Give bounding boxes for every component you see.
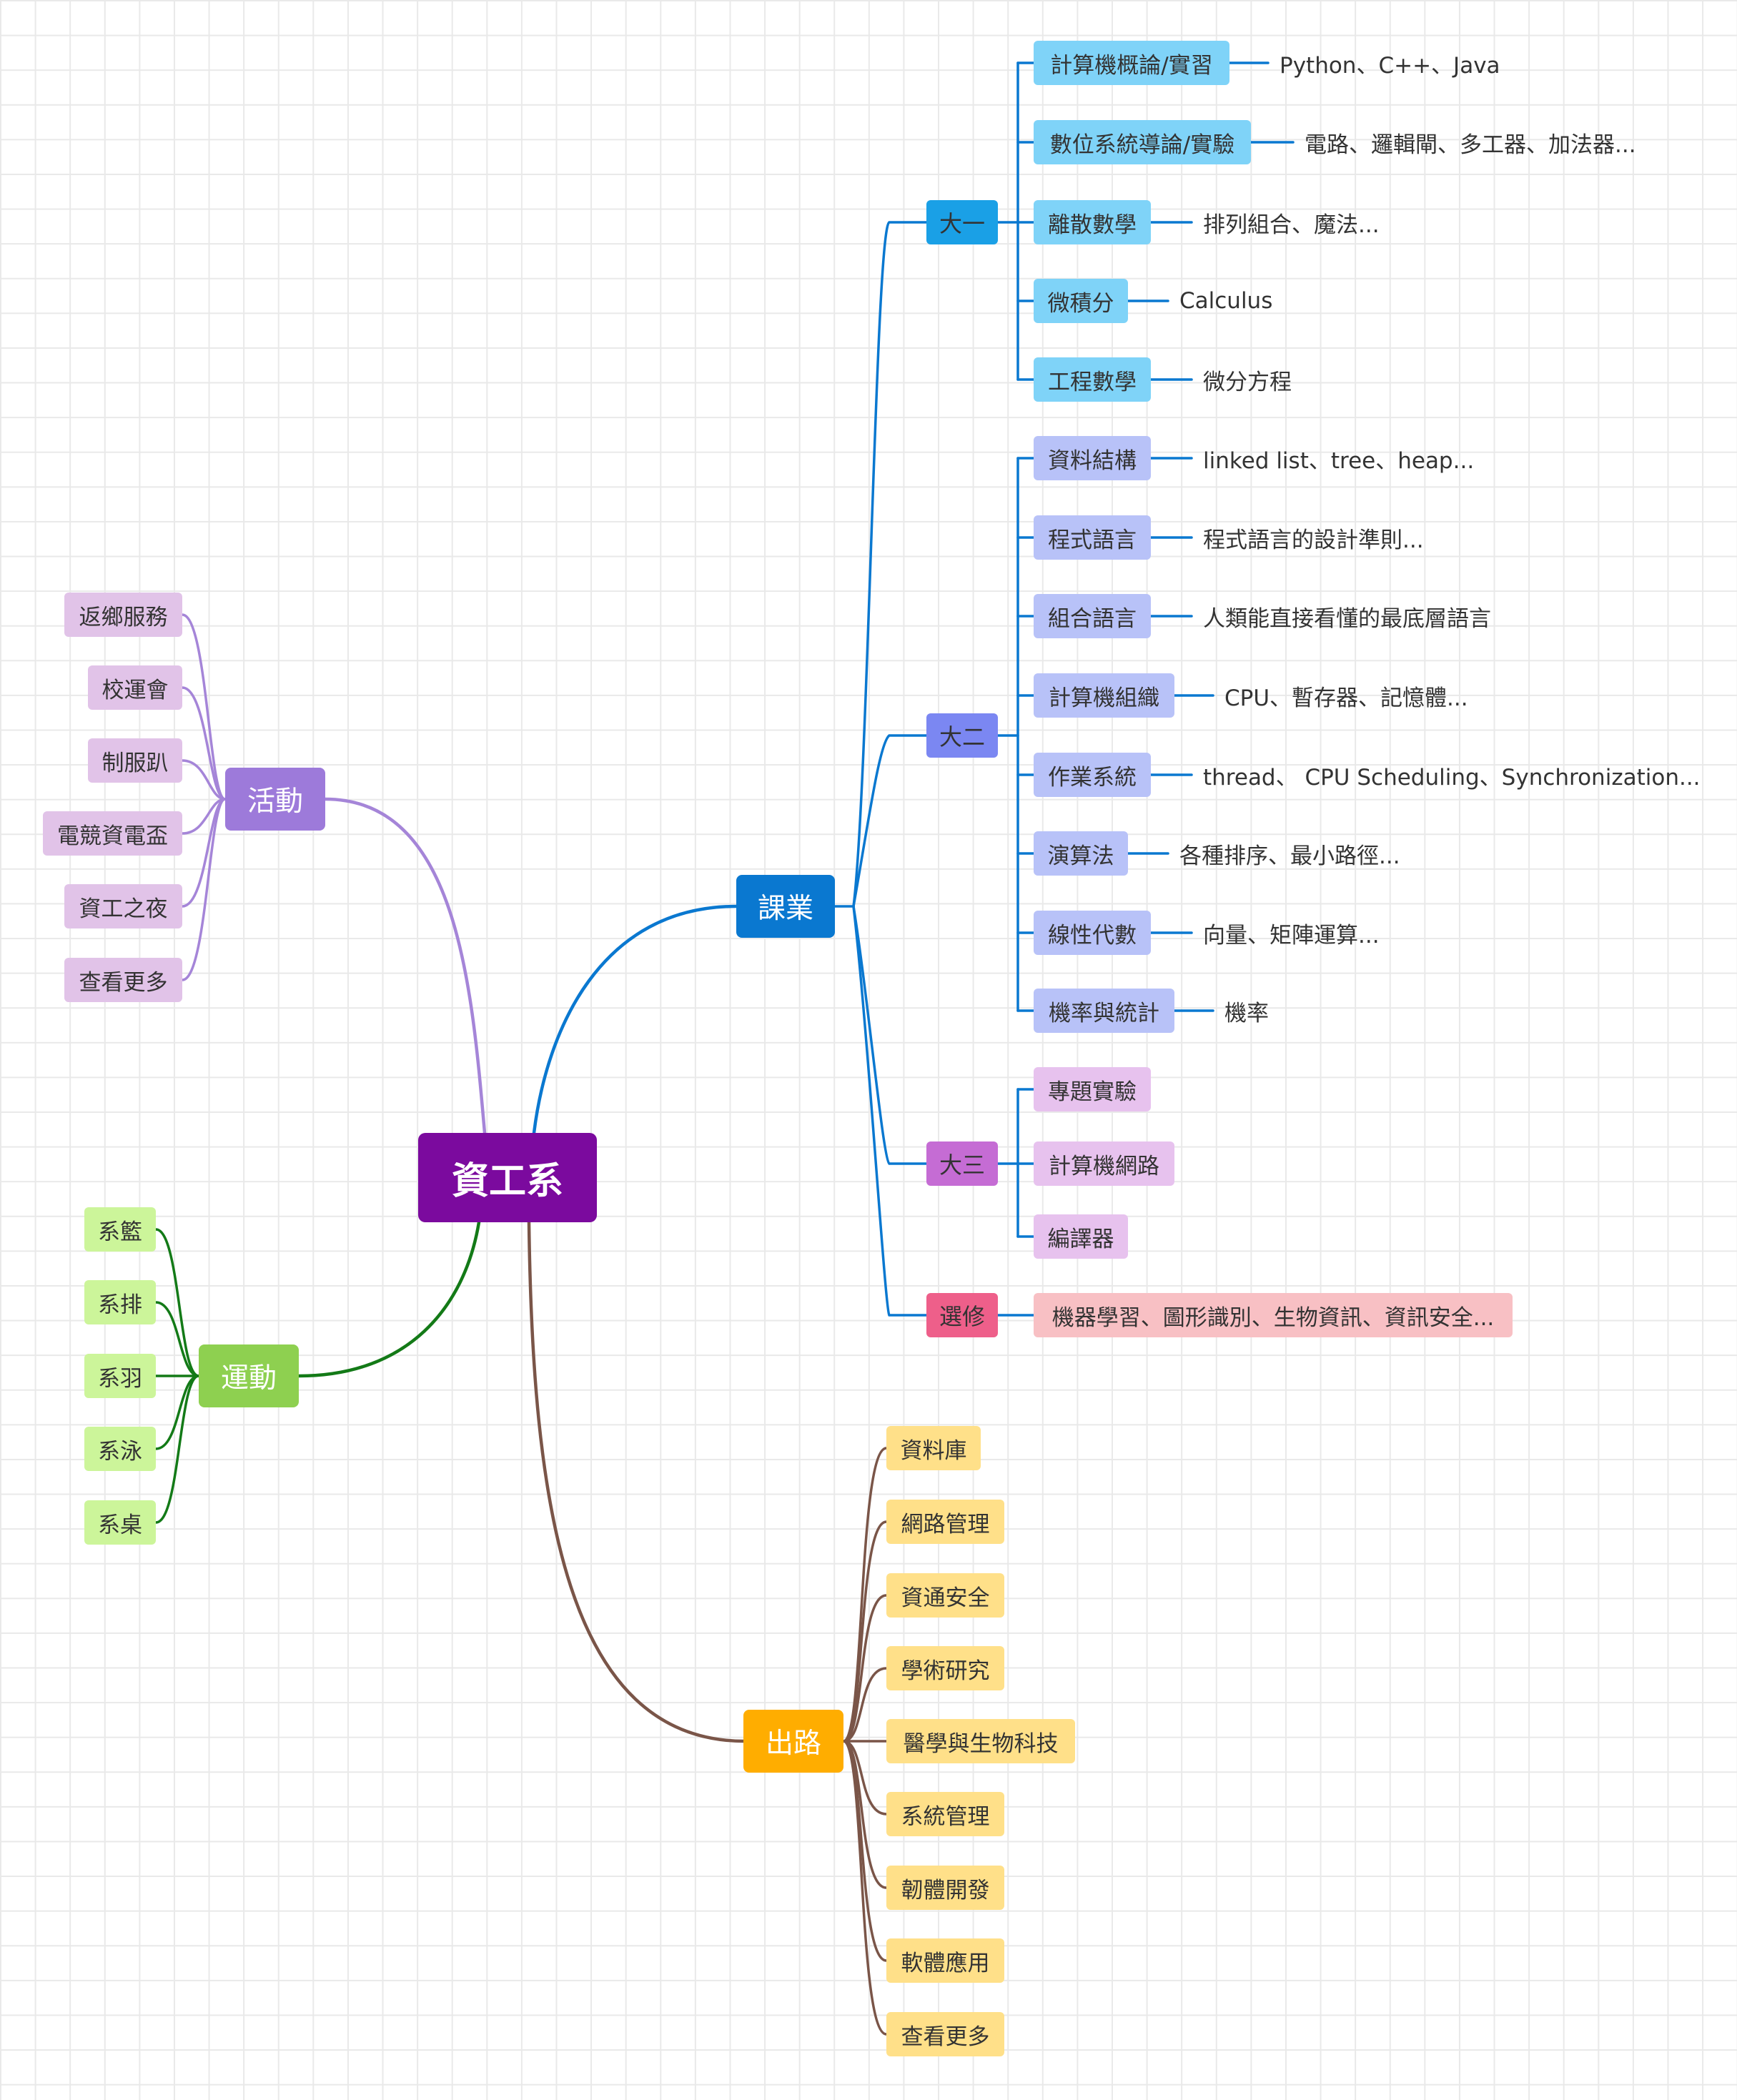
course-description: linked list、tree、heap... bbox=[1203, 447, 1475, 474]
career-node[interactable]: 韌體開發 bbox=[886, 1866, 1004, 1910]
career-node[interactable]: 系統管理 bbox=[886, 1792, 1004, 1836]
course-node[interactable]: 演算法 bbox=[1034, 831, 1128, 876]
sport-node[interactable]: 系泳 bbox=[84, 1427, 156, 1471]
edge-root-activities bbox=[323, 797, 487, 1135]
edge-activity-5 bbox=[181, 798, 227, 981]
course-description: 排列組合、魔法... bbox=[1203, 212, 1380, 238]
edge-courses-y1 bbox=[852, 221, 928, 908]
edge-career-3 bbox=[842, 1667, 888, 1743]
course-description: 電路、邏輯閘、多工器、加法器... bbox=[1305, 132, 1636, 158]
sport-node[interactable]: 系排 bbox=[84, 1280, 156, 1324]
edge-career-1 bbox=[842, 1520, 888, 1743]
edge-courses-y3 bbox=[852, 905, 928, 1165]
year-node-0[interactable]: 大一 bbox=[926, 200, 998, 244]
course-description: Calculus bbox=[1179, 288, 1273, 314]
edge-root-courses bbox=[532, 904, 738, 1135]
course-node[interactable]: 計算機網路 bbox=[1034, 1141, 1174, 1186]
career-node[interactable]: 學術研究 bbox=[886, 1646, 1004, 1690]
course-node[interactable]: 離散數學 bbox=[1034, 200, 1151, 244]
edge-activity-2 bbox=[181, 759, 227, 801]
activity-node[interactable]: 返鄉服務 bbox=[64, 593, 182, 637]
edge-courses-y2 bbox=[852, 734, 928, 908]
course-node[interactable]: 專題實驗 bbox=[1034, 1067, 1151, 1111]
course-node[interactable]: 微積分 bbox=[1034, 279, 1128, 323]
course-node[interactable]: 計算機概論/實習 bbox=[1034, 41, 1229, 85]
course-node[interactable]: 作業系統 bbox=[1034, 753, 1151, 797]
course-node[interactable]: 組合語言 bbox=[1034, 594, 1151, 638]
course-description: 人類能直接看懂的最底層語言 bbox=[1203, 605, 1491, 632]
career-node[interactable]: 資料庫 bbox=[886, 1426, 981, 1470]
edge-root-careers bbox=[527, 1220, 747, 1743]
sport-node[interactable]: 系籃 bbox=[84, 1207, 156, 1252]
course-description: CPU、暫存器、記憶體... bbox=[1224, 685, 1468, 711]
course-node[interactable]: 資料結構 bbox=[1034, 436, 1151, 480]
year-node-2[interactable]: 大三 bbox=[926, 1141, 998, 1186]
course-description: thread、 CPU Scheduling、Synchronization..… bbox=[1203, 764, 1701, 791]
activity-node[interactable]: 查看更多 bbox=[64, 958, 182, 1002]
career-node[interactable]: 醫學與生物科技 bbox=[886, 1719, 1075, 1763]
edge-activity-3 bbox=[181, 798, 227, 835]
course-node[interactable]: 計算機組織 bbox=[1034, 673, 1174, 718]
edge-sport-1 bbox=[154, 1301, 200, 1377]
course-node[interactable]: 線性代數 bbox=[1034, 911, 1151, 955]
edge-activity-1 bbox=[181, 686, 227, 801]
edge-career-2 bbox=[842, 1594, 888, 1743]
career-node[interactable]: 軟體應用 bbox=[886, 1938, 1004, 1983]
edge-root-sports bbox=[297, 1220, 481, 1378]
course-node[interactable]: 編譯器 bbox=[1034, 1214, 1128, 1259]
course-description: 各種排序、最小路徑... bbox=[1179, 843, 1400, 869]
edge-sport-0 bbox=[154, 1228, 200, 1377]
course-node[interactable]: 機率與統計 bbox=[1034, 989, 1174, 1033]
branch-courses[interactable]: 課業 bbox=[736, 875, 835, 938]
year-node-1[interactable]: 大二 bbox=[926, 713, 998, 758]
edge-courses-elective bbox=[852, 905, 928, 1317]
edge-sport-3 bbox=[154, 1375, 200, 1450]
edge-activity-0 bbox=[181, 613, 227, 801]
edge-activity-4 bbox=[181, 798, 227, 908]
course-description: Python、C++、Java bbox=[1280, 52, 1500, 79]
activity-node[interactable]: 電競資電盃 bbox=[43, 811, 182, 856]
course-node[interactable]: 工程數學 bbox=[1034, 357, 1151, 402]
edge-career-5 bbox=[842, 1740, 888, 1816]
career-node[interactable]: 資通安全 bbox=[886, 1573, 1004, 1618]
course-description: 微分方程 bbox=[1203, 369, 1292, 395]
edge-career-8 bbox=[842, 1740, 888, 2036]
sport-node[interactable]: 系羽 bbox=[84, 1354, 156, 1398]
course-node[interactable]: 數位系統導論/實驗 bbox=[1034, 120, 1251, 164]
course-description: 機率 bbox=[1224, 1000, 1269, 1026]
course-description: 程式語言的設計準則... bbox=[1203, 527, 1424, 553]
branch-careers[interactable]: 出路 bbox=[743, 1710, 843, 1773]
career-node[interactable]: 網路管理 bbox=[886, 1500, 1004, 1544]
course-node[interactable]: 機器學習、圖形識別、生物資訊、資訊安全... bbox=[1034, 1293, 1513, 1337]
course-description: 向量、矩陣運算... bbox=[1203, 922, 1380, 949]
career-node[interactable]: 查看更多 bbox=[886, 2012, 1004, 2056]
branch-activities[interactable]: 活動 bbox=[225, 768, 325, 831]
edge-career-6 bbox=[842, 1740, 888, 1889]
edge-sport-4 bbox=[154, 1375, 200, 1524]
activity-node[interactable]: 校運會 bbox=[88, 665, 182, 710]
year-node-3[interactable]: 選修 bbox=[926, 1293, 998, 1337]
activity-node[interactable]: 資工之夜 bbox=[64, 884, 182, 928]
root-node[interactable]: 資工系 bbox=[418, 1133, 597, 1222]
course-node[interactable]: 程式語言 bbox=[1034, 515, 1151, 560]
activity-node[interactable]: 制服趴 bbox=[88, 738, 182, 783]
branch-sports[interactable]: 運動 bbox=[199, 1344, 299, 1407]
sport-node[interactable]: 系桌 bbox=[84, 1500, 156, 1545]
